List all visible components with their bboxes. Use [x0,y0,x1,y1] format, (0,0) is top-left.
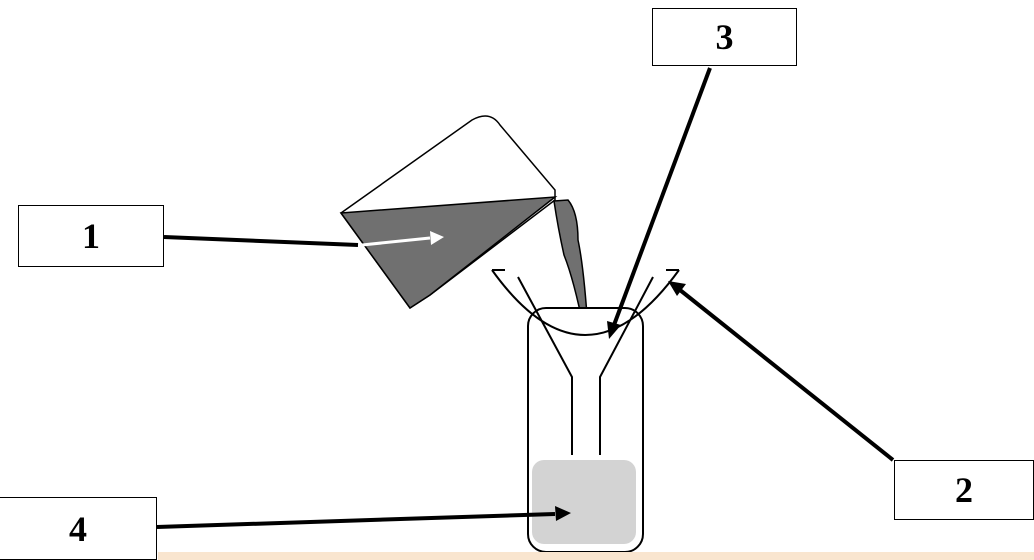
label-3-text: 3 [715,17,734,57]
funnel-right-side [599,276,654,455]
filter-paper [491,269,680,336]
label-1-text: 1 [82,216,100,256]
pointer-arrowhead-1-white [430,231,444,245]
filter-paper-curve [491,269,680,336]
label-2-text: 2 [955,470,973,510]
label-box-2: 2 [894,460,1034,520]
pouring-beaker [339,115,558,310]
pointer-line-1 [163,235,359,247]
filtrate [532,460,636,544]
label-box-3: 3 [652,8,797,66]
pointer-line-3 [612,67,712,326]
label-4-text: 4 [69,508,87,549]
bottom-strip [158,552,1034,560]
pointer-arrowhead-4 [555,506,571,521]
label-box-4: 4 [0,497,157,560]
pointer-arrowhead-3 [607,321,621,339]
pointer-line-4 [156,512,556,529]
label-box-1: 1 [18,205,164,267]
pointer-arrow-1-white [361,236,431,247]
pointer-line-2 [678,288,895,462]
funnel [517,276,654,455]
funnel-left-side [517,276,573,455]
pointer-arrowhead-2 [668,281,686,296]
beaker-liquid [339,196,558,310]
